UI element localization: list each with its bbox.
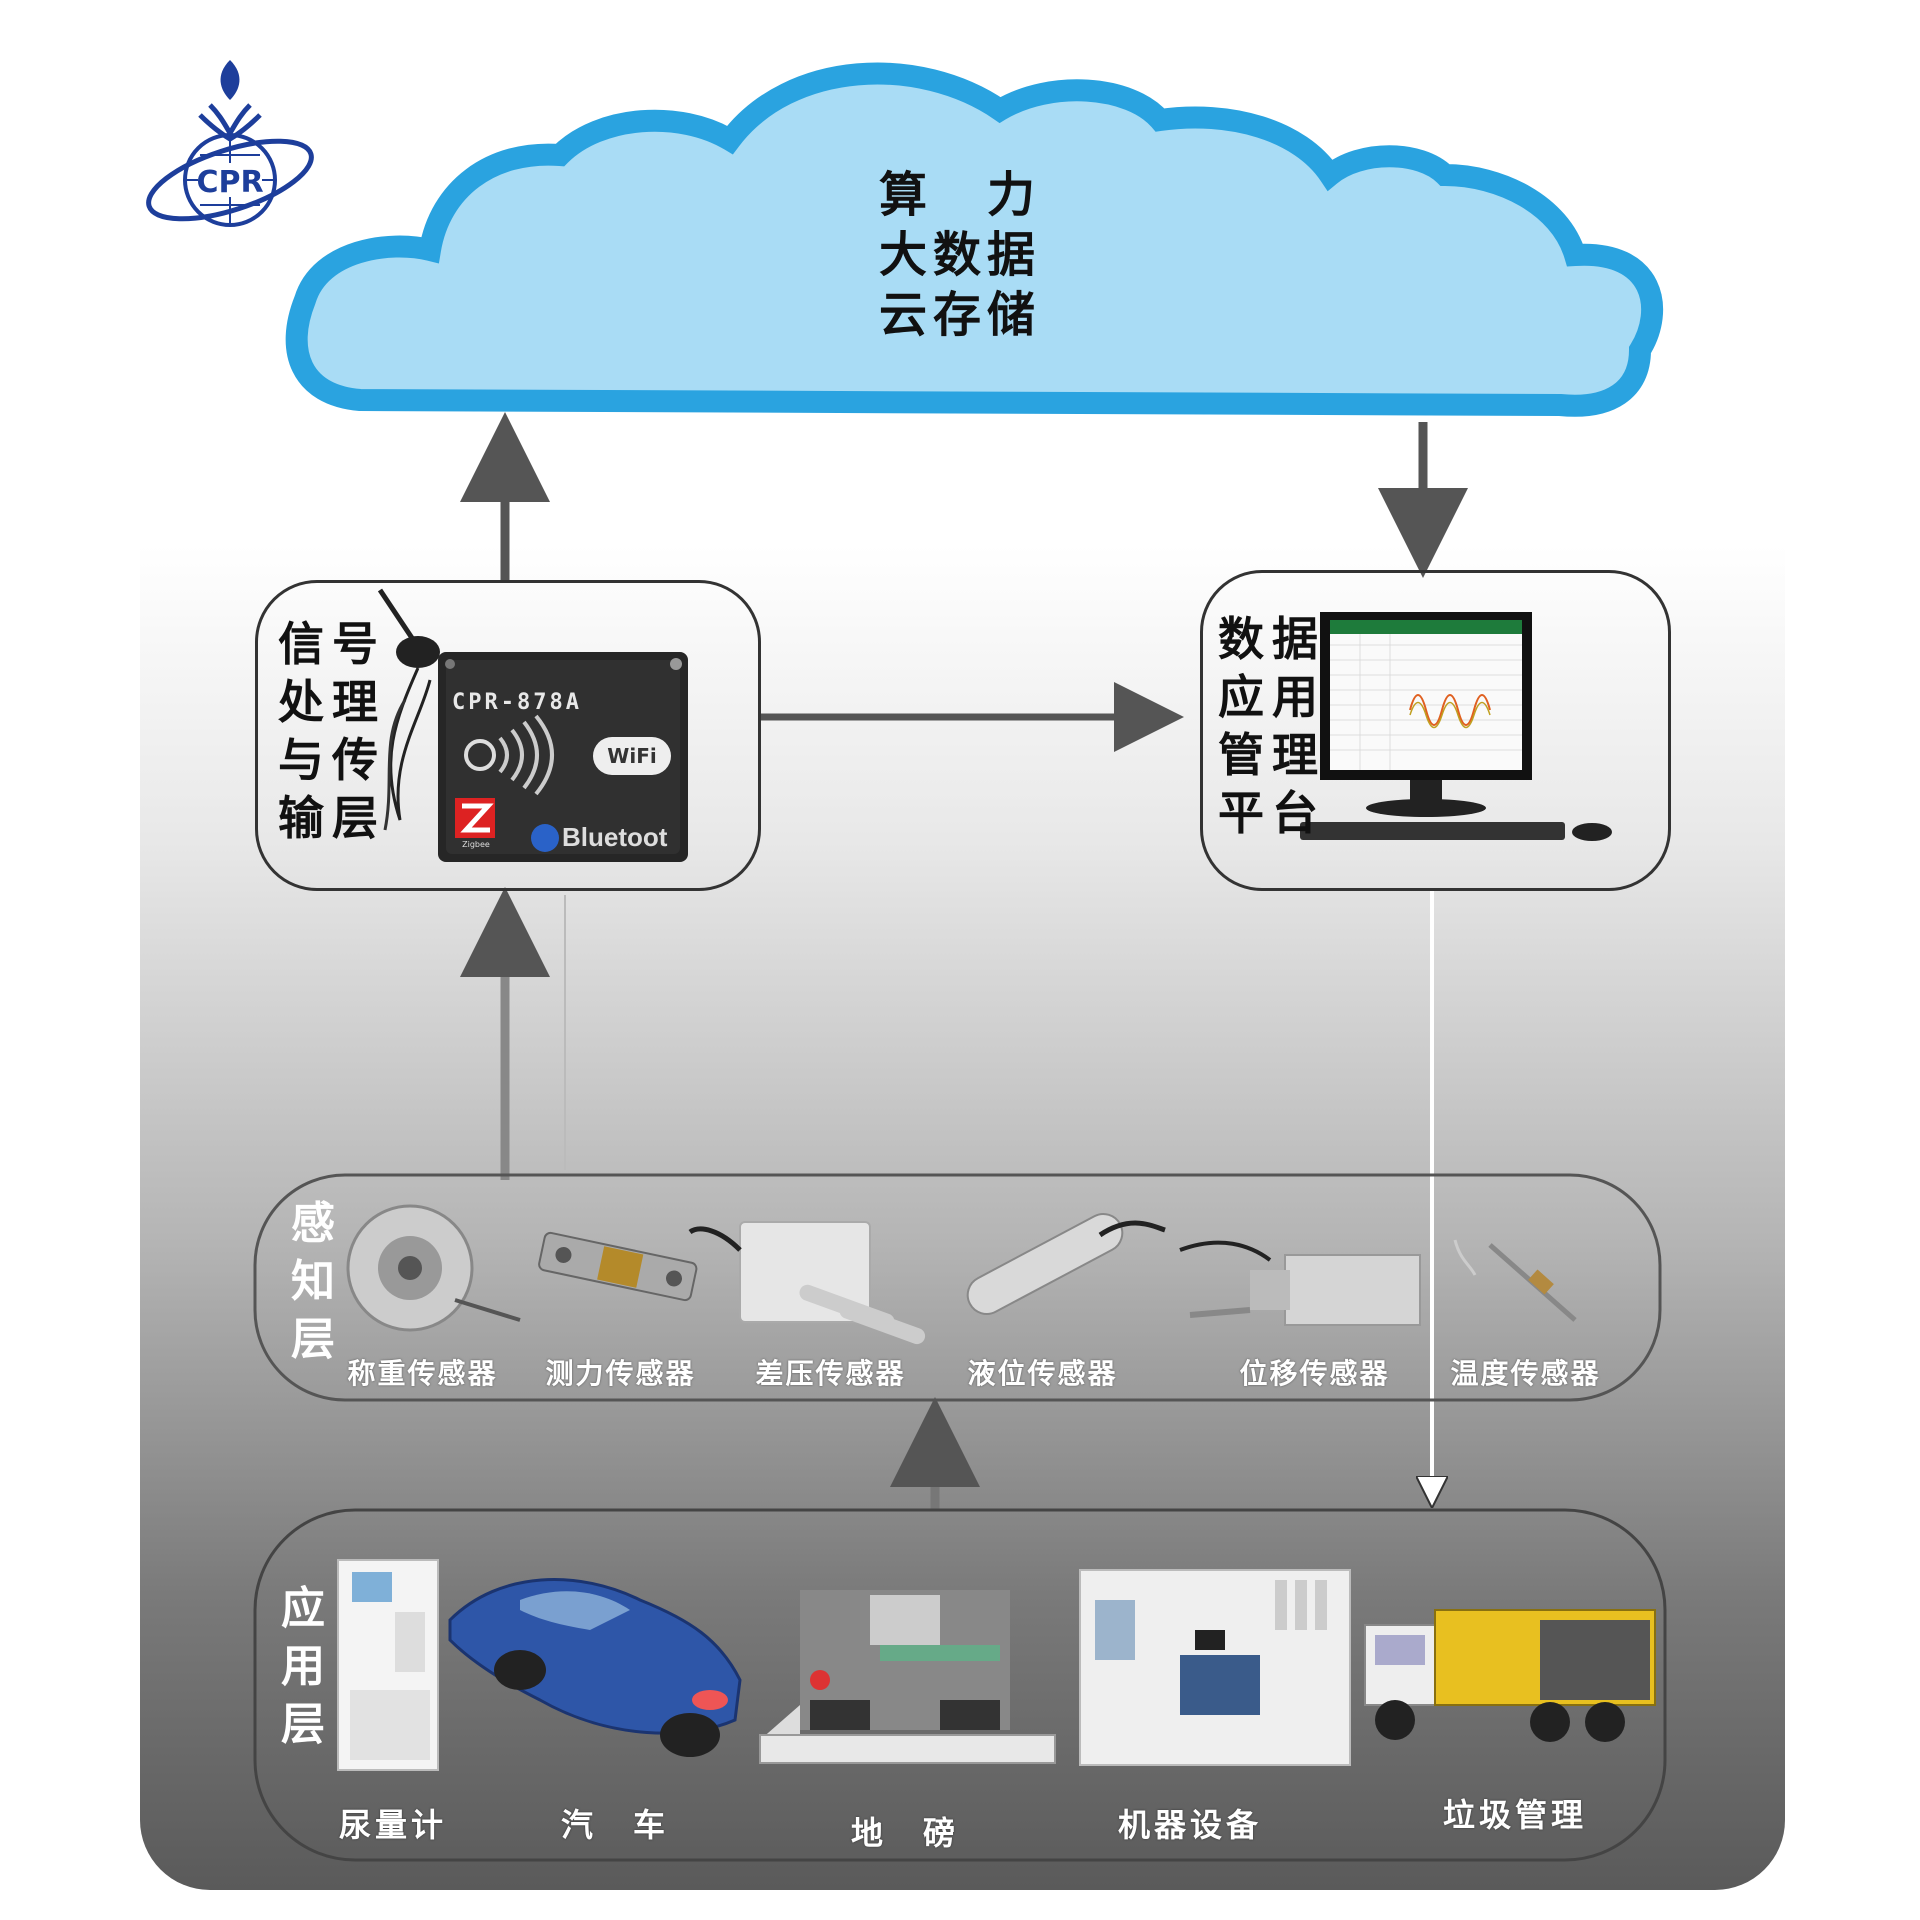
application-caption: 机器设备 (1117, 1806, 1262, 1844)
perception-layer-label: 感 知 层 (288, 1195, 338, 1369)
cloud-shape (285, 62, 1664, 417)
signal-processing-box (255, 580, 761, 891)
label-char: 用 (281, 1641, 325, 1692)
signal-device-illustration (377, 588, 688, 862)
cloud-line: 大数据 (878, 227, 1041, 283)
title-line: 处理 (278, 675, 386, 729)
title-line: 管理 (1218, 728, 1326, 782)
perception-pill (253, 1173, 1662, 1402)
label-char: 知 (291, 1256, 335, 1307)
sensor-caption: 温度传感器 (1450, 1357, 1601, 1390)
weighing-sensor-illustration (346, 1204, 521, 1332)
title-line: 数据 (1218, 612, 1326, 666)
machine-equipment-illustration (1079, 1569, 1351, 1766)
garbage-truck-illustration (1364, 1609, 1656, 1742)
truck-scale-illustration (759, 1590, 1056, 1764)
label-char: 层 (281, 1699, 325, 1750)
sensor-caption: 差压传感器 (755, 1357, 906, 1390)
label-char: 应 (281, 1583, 325, 1634)
title-line: 信号 (278, 617, 386, 671)
title-line: 应用 (1218, 670, 1326, 724)
sensor-caption: 液位传感器 (967, 1357, 1118, 1390)
force-sensor-illustration (538, 1231, 698, 1302)
application-caption: 汽 车 (560, 1806, 669, 1844)
data-box-title: 数据 应用 管理 平台 (1218, 610, 1326, 842)
urine-meter-illustration (337, 1559, 439, 1771)
sensor-caption: 位移传感器 (1239, 1357, 1390, 1390)
application-pill (253, 1508, 1667, 1862)
title-line: 输层 (278, 791, 386, 845)
device-model: CPR-878A (452, 690, 582, 715)
wifi-badge: WiFi (607, 744, 657, 768)
sensor-caption: 称重传感器 (347, 1357, 498, 1390)
signal-box-title: 信号 处理 与传 输层 (278, 615, 386, 847)
title-line: 与传 (278, 733, 386, 787)
sensor-caption: 测力传感器 (545, 1357, 696, 1390)
level-sensor-illustration (966, 1213, 1166, 1315)
bluetooth-badge: Bluetoot (562, 822, 668, 852)
cloud-line: 算 力 (878, 167, 1041, 223)
pressure-sensor-illustration (688, 1221, 926, 1345)
title-line: 平台 (1218, 786, 1326, 840)
cloud-line: 云存储 (878, 287, 1041, 343)
application-caption: 垃圾管理 (1442, 1796, 1587, 1834)
displacement-sensor-illustration (1179, 1240, 1421, 1326)
logo-text: CPR (196, 165, 263, 200)
monitor-illustration (1300, 612, 1612, 841)
label-char: 感 (291, 1198, 335, 1249)
temperature-sensor-illustration (1453, 1239, 1577, 1322)
label-char: 层 (291, 1314, 335, 1365)
car-illustration (448, 1578, 742, 1757)
application-layer-label: 应 用 层 (278, 1580, 328, 1754)
cloud-label: 算 力 大数据 云存储 (830, 165, 1090, 345)
data-platform-box (1200, 570, 1671, 891)
application-caption: 地 磅 (850, 1814, 959, 1852)
zigbee-badge: Zigbee (462, 840, 490, 849)
application-caption: 尿量计 (338, 1806, 447, 1844)
cpr-logo-icon: CPR (146, 60, 314, 227)
